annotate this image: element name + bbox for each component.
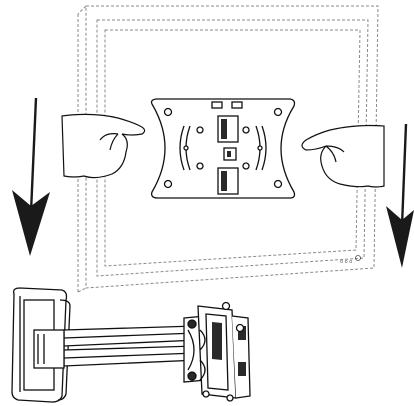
right-arrowhead: [386, 206, 414, 268]
hand-icon: [61, 113, 146, 179]
wall-arm-icon: [11, 287, 251, 403]
plate-hole: [273, 107, 283, 117]
tv-outer-frame: [85, 5, 379, 289]
hand-icon: [301, 124, 385, 188]
plate-hole: [273, 179, 283, 189]
plate-hole: [163, 107, 173, 117]
tv-screen-edge: [104, 29, 361, 267]
arrow-down-icon: [12, 97, 50, 256]
tv-outline-icon: [77, 5, 379, 293]
tv-buttons: o o o: [340, 255, 361, 265]
plate-body: [150, 98, 296, 199]
mounting-plate-icon: [150, 98, 296, 199]
right-hand: [301, 124, 385, 188]
left-arrowhead: [12, 190, 50, 256]
tv-inner-frame: [96, 19, 369, 277]
plate-hole: [163, 179, 173, 189]
arrow-down-icon: [386, 123, 414, 268]
left-hand: [61, 113, 146, 179]
tv-buttons-label: o o o: [340, 259, 352, 265]
